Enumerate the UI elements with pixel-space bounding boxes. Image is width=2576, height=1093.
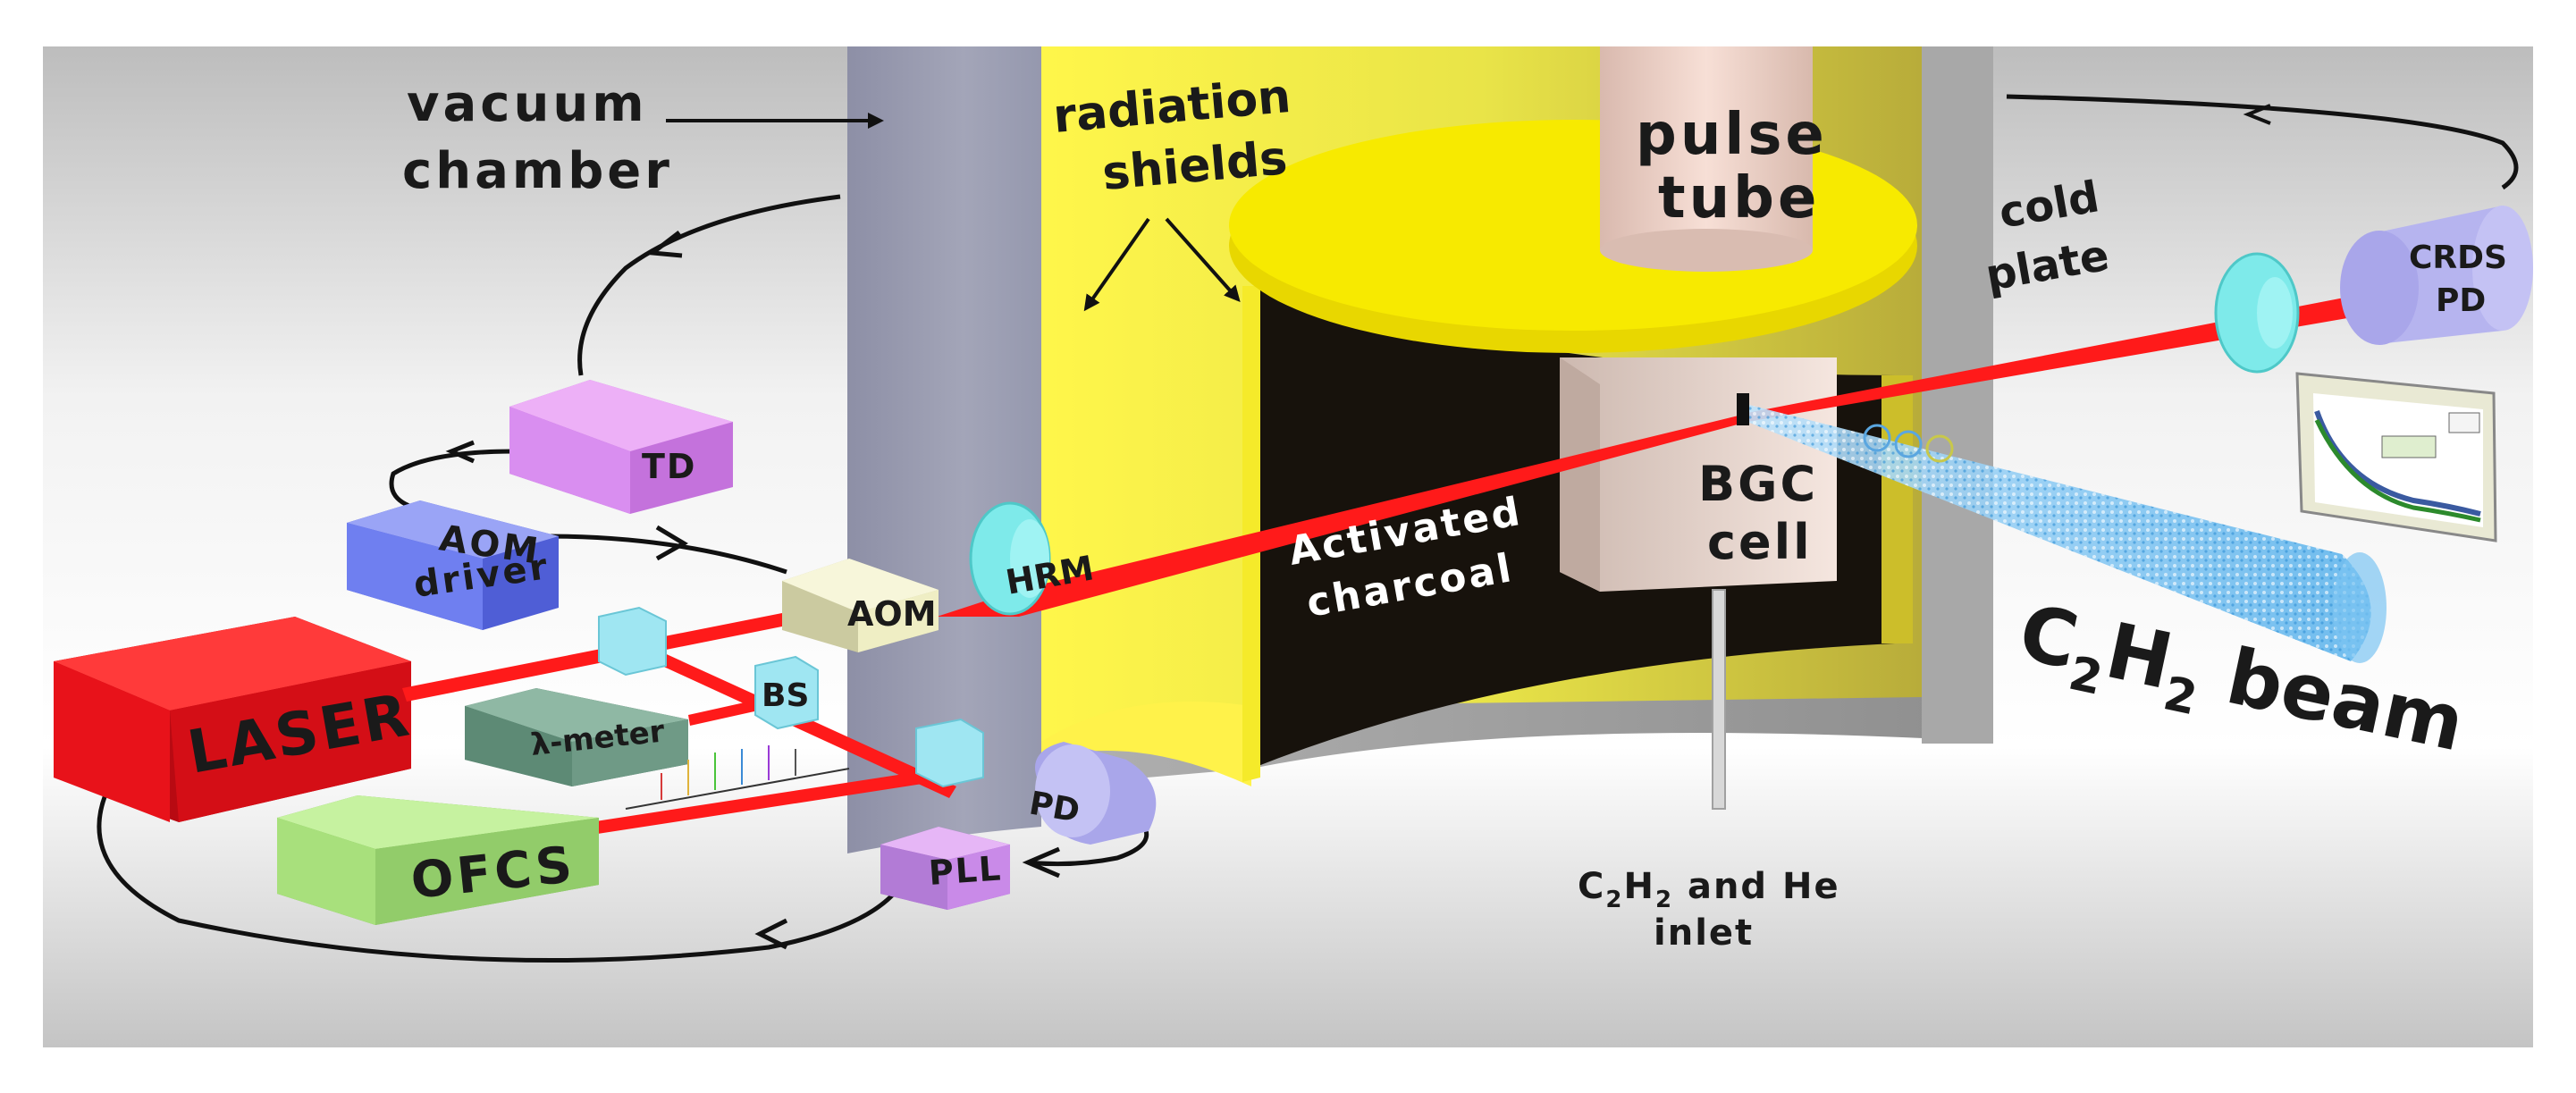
td-box [509,380,733,514]
ofcs-beam [590,769,940,835]
inlet-label-2: inlet [1654,912,1754,954]
laser-beam-main [402,612,787,702]
charcoal-shield-back-edge [1881,375,1913,643]
aom-label: AOM [847,594,937,634]
pulse-tube [1600,46,1813,250]
pulse-tube-label-1: pulse [1636,102,1828,168]
td-signal-line [577,194,841,376]
vacuum-chamber-label-2: chamber [402,142,673,200]
td-label: TD [642,447,696,486]
driver-to-aom-line [544,534,787,575]
pll-label: PLL [928,848,1004,893]
pd-to-pll-arrow [1022,846,1060,879]
laser-beam-to-cell [937,416,1747,617]
hrm-mirror-face [1010,519,1049,598]
decay-plot-inset [2295,372,2497,542]
beam-ring [1925,434,1954,463]
molecular-beam-end [2333,552,2387,663]
bs-label: BS [762,677,809,714]
pulse-tube-label-2: tube [1658,165,1820,231]
aom-box [782,559,939,652]
crds-pd-label-1: CRDS [2409,240,2507,276]
beam-ring [1863,424,1891,452]
beam-splitter-bs [754,655,819,730]
laser-box [54,617,411,822]
crds-signal-line [2006,94,2519,190]
ofcs-box [277,795,599,925]
driver-to-aom-arrow [655,525,688,561]
crds-pd-label-2: PD [2436,282,2486,319]
crds-pd-face [2340,231,2419,345]
bgc-cell-label-1: BGC [1698,456,1818,512]
radiation-shield-rim [1041,702,1251,786]
frequency-comb-spectrum [625,745,850,810]
crds-pd-end [2472,206,2533,331]
nozzle [1737,393,1749,425]
radiation-shield-arrow-right [1165,217,1241,302]
vacuum-chamber-back-edge [1922,46,1993,744]
lambda-meter-box [465,688,688,786]
pd-detector [1035,742,1157,845]
radiation-shield-arrow-left [1083,217,1150,312]
pll-feedback-arrow [754,918,788,950]
crds-mirror-face [2257,277,2293,349]
td-to-driver-line [389,449,515,512]
gas-inlet-tube [1712,589,1726,810]
vacuum-chamber-wall [847,46,1041,853]
bgc-cell-label-2: cell [1707,514,1813,570]
molecular-beam-particles [1738,402,2371,661]
bgc-cell-side [1560,357,1600,592]
pll-feedback-line [97,758,914,963]
pll-box [880,827,1010,910]
td-signal-arrow [646,231,683,258]
beam-splitter-3 [915,718,984,788]
inlet-label-1: C2H2 and He [1578,866,1840,913]
vacuum-chamber-label-1: vacuum [407,75,648,133]
pd-label: PD [1026,785,1082,829]
aom-driver-box [347,500,559,630]
pulse-tube-base [1600,229,1813,272]
beam-ring [1894,430,1923,458]
beam-splitter-1 [598,606,667,677]
crds-signal-arrow [2243,104,2271,125]
lambda-meter-beam [688,697,770,726]
td-to-driver-arrow [445,440,476,464]
